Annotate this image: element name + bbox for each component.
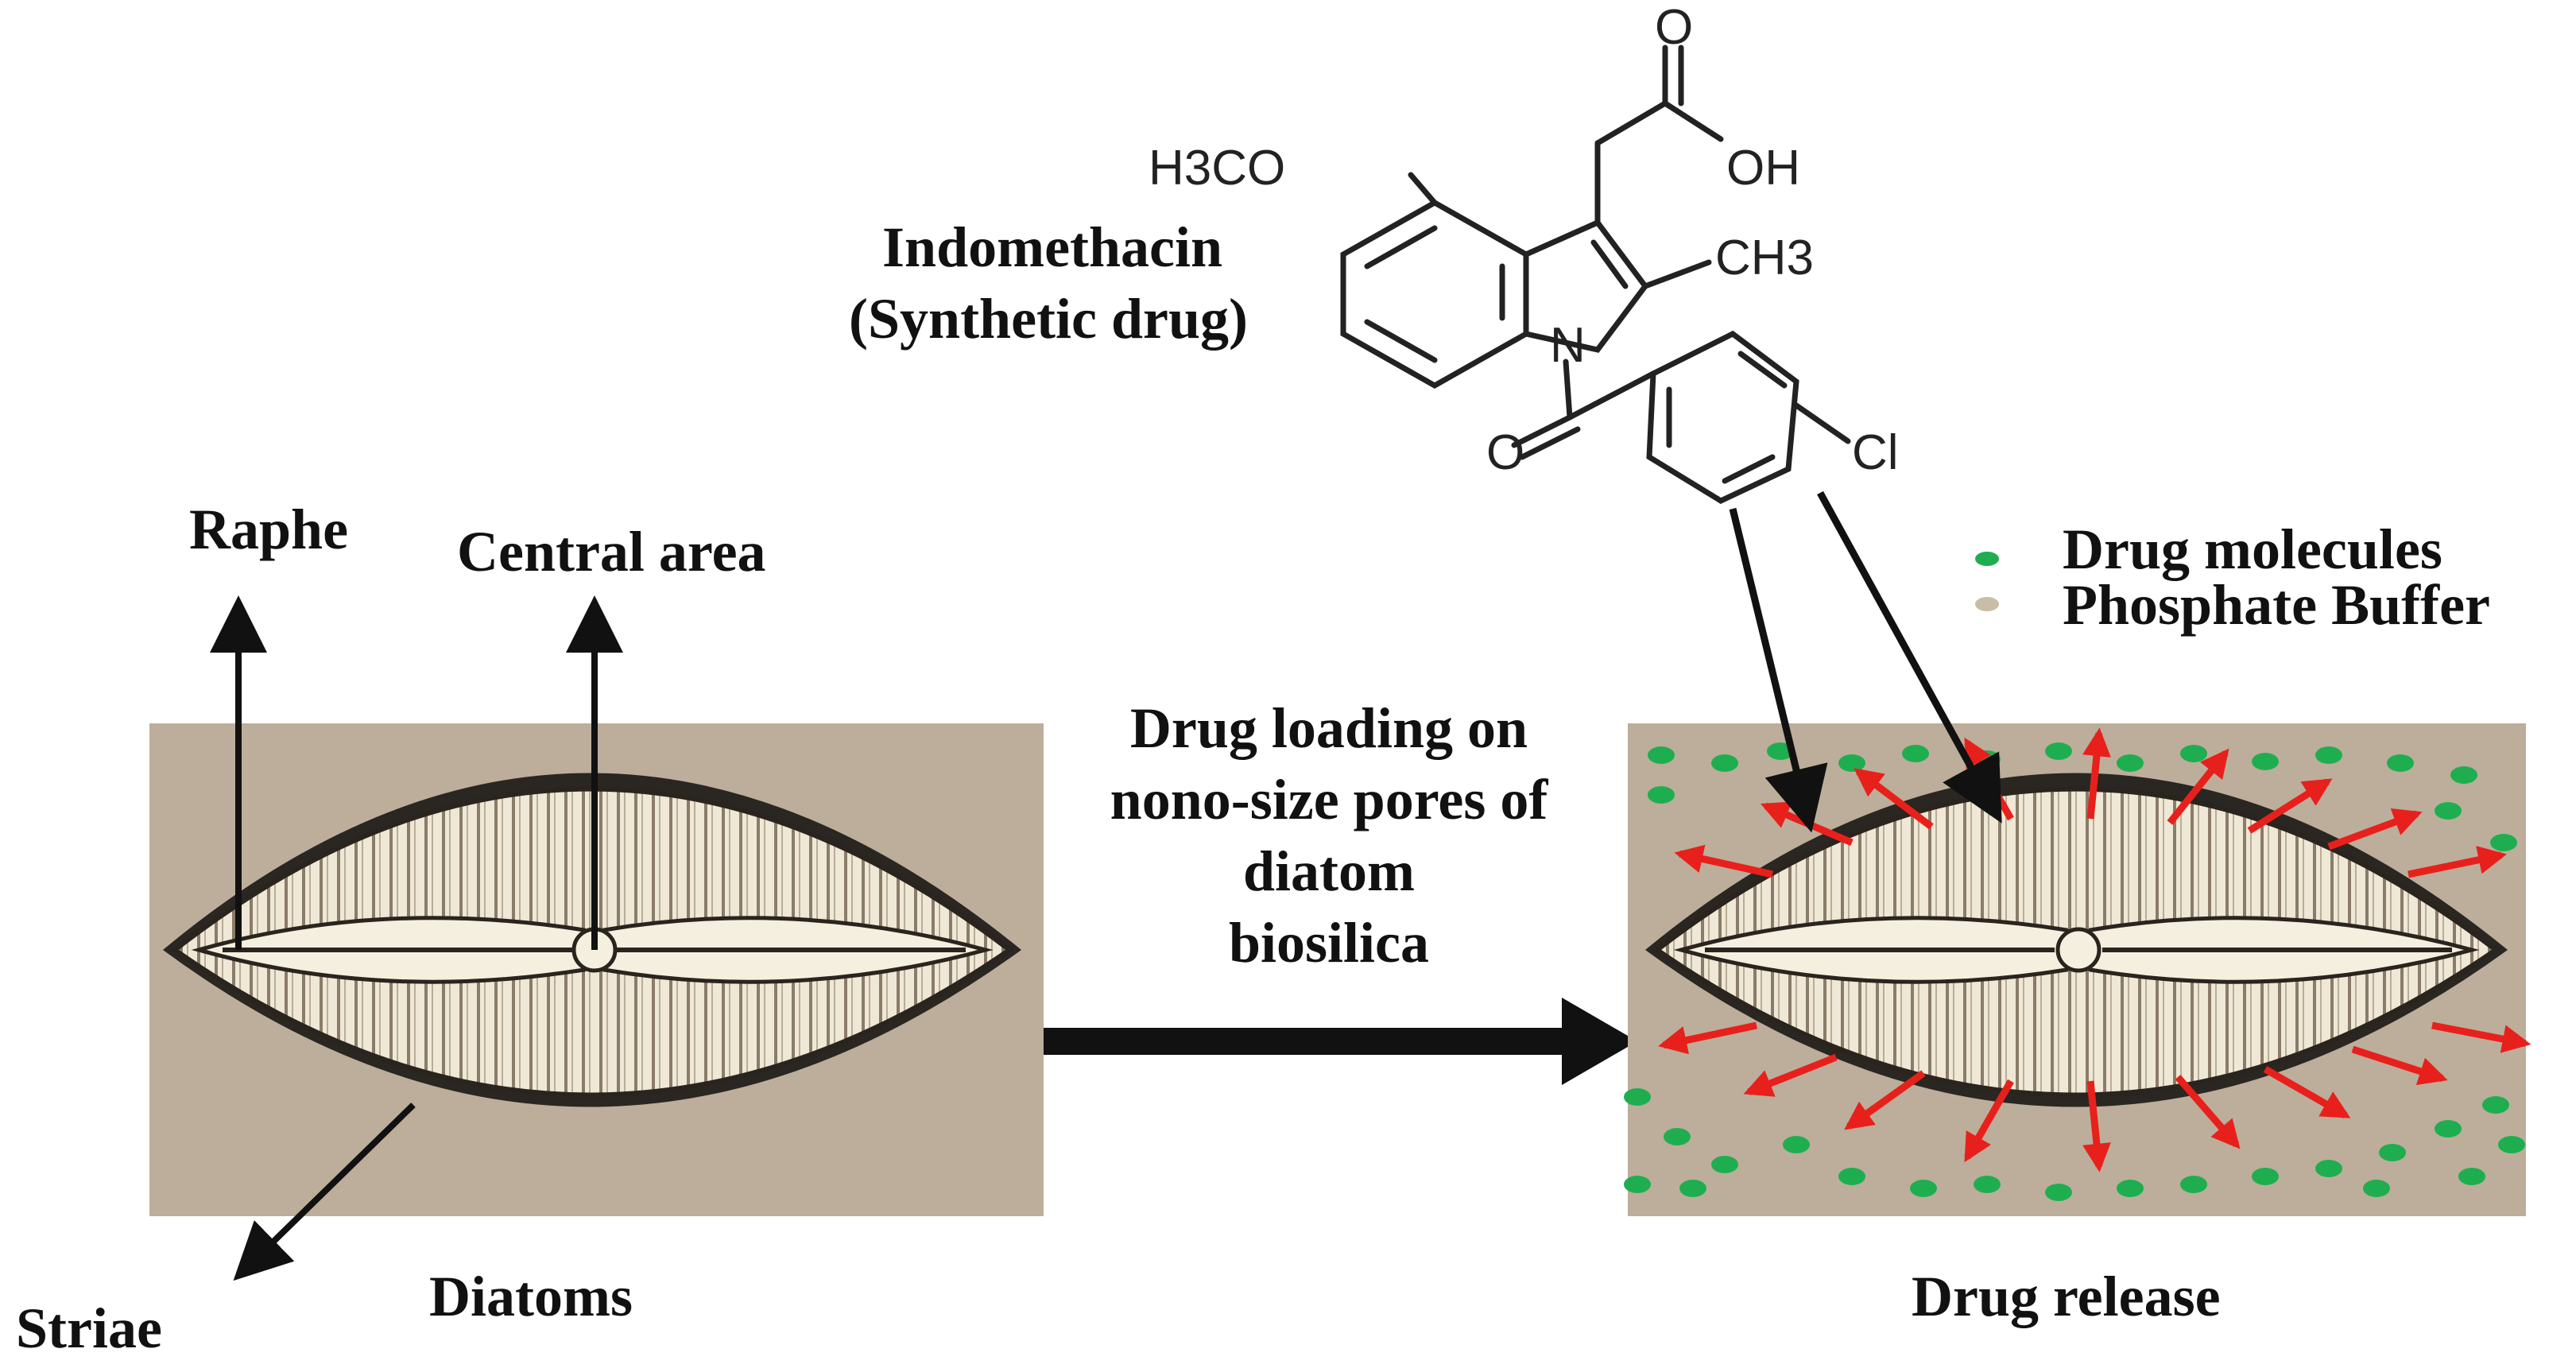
drug-molecule-dot [2379,1144,2406,1161]
drug-molecule-dot [1624,1088,1651,1106]
drug-molecule-dot [1648,786,1675,804]
raphe-label: Raphe [189,498,348,561]
central-area-label: Central area [457,520,766,583]
drug-molecule-dot [2435,802,2462,820]
process-line-1: Drug loading on [1130,696,1528,760]
drug-molecule-dot [2180,1176,2207,1193]
diatom-panel [149,595,1044,1281]
release-arrow [2247,778,2333,834]
legend: Drug molecules Phosphate Buffer [1975,517,2490,637]
drug-molecule-dot [1902,745,1929,762]
drug-molecule-dot [2435,1120,2462,1138]
drug-molecule-dot [2045,1184,2072,1201]
drug-molecule-dot [2458,1168,2485,1185]
legend-swatch-drug [1975,552,1999,566]
drug-molecule-dot [2315,746,2342,764]
legend-label-buffer: Phosphate Buffer [2063,573,2490,637]
drug-molecule-dot [1838,1168,1865,1185]
release-arrow [2407,846,2508,878]
atom-amide-o: O [1486,425,1524,480]
drug-molecule-dot [2252,1168,2279,1185]
release-arrow [1844,1070,1926,1130]
release-arrow [2263,1066,2351,1119]
drug-molecule-dot [1974,1176,2001,1193]
atom-methoxy: H3CO [1149,141,1285,196]
release-arrow [1743,1053,1838,1097]
release-arrow [2082,727,2111,820]
atom-methyl: CH3 [1715,231,1814,285]
release-arrow [1658,1021,1757,1055]
drug-molecule-dot [2117,754,2144,772]
process-line-3: diatom [1243,839,1415,903]
loading-arrow-1 [1729,507,1828,833]
legend-swatch-buffer [1975,597,1999,611]
release-arrow [1854,768,1934,830]
legend-label-drug: Drug molecules [2063,517,2442,581]
release-arrow [2175,1075,2241,1149]
drug-molecule-dot [1783,1136,1810,1153]
indomethacin-structure [1340,45,1851,504]
drug-molecule-dot [2180,745,2207,762]
drug-type-label: (Synthetic drug) [849,287,1248,351]
release-arrow [2431,1021,2531,1053]
drug-molecule-dot [2450,766,2477,784]
drug-molecule-dot [1679,1180,1706,1197]
process-line-2: nono-size pores of [1110,768,1549,831]
release-arrow [2351,1045,2448,1085]
drug-molecule-dot [1711,754,1738,772]
drug-molecule-dot [1838,754,1865,772]
loading-arrow-2 [1817,490,2002,824]
release-arrow [2167,748,2229,825]
drug-molecule-dot [2498,1136,2525,1153]
atom-hydroxyl: OH [1726,141,1800,196]
drug-molecule-dot [1664,1128,1691,1145]
diatom-drug-release-icon [1645,773,2508,1107]
drug-release-caption: Drug release [1912,1265,2221,1328]
release-arrow [2327,808,2423,851]
drug-molecule-dot [1910,1180,1937,1197]
drug-molecule-dot [2315,1160,2342,1177]
process-arrow [1044,998,1637,1085]
process-text: Drug loading on nono-size pores of diato… [1110,696,1549,975]
atom-nitrogen: N [1550,318,1586,373]
striae-label: Striae [16,1296,162,1360]
release-arrow [1674,844,1773,878]
drug-molecule-dot [2363,1180,2390,1197]
drug-molecule-dot [2045,742,2072,760]
release-arrows [1658,727,2531,1172]
release-arrow [1964,1079,2014,1163]
release-panel [1624,490,2531,1216]
process-line-4: biosilica [1229,911,1429,975]
atom-carbonyl-o: O [1655,0,1693,55]
drug-molecule-dot [2252,753,2279,770]
drug-name-label: Indomethacin [882,215,1222,279]
drug-molecule-dot [2387,754,2414,772]
drug-molecule-dot [1624,1176,1651,1193]
diatoms-caption: Diatoms [429,1265,633,1328]
drug-molecule-dot [2490,834,2517,851]
drug-molecule-dot [1648,746,1675,764]
drug-molecule-dot [1711,1156,1738,1173]
drug-molecule-dot [2117,1180,2144,1197]
atom-chlorine: Cl [1852,425,1899,480]
release-arrow [2082,1080,2111,1172]
drug-molecule-dot [2482,1096,2509,1114]
indomethacin-atom-labels: H3CO O OH CH3 N O Cl [1149,0,1899,480]
striae-arrow [233,1103,416,1281]
